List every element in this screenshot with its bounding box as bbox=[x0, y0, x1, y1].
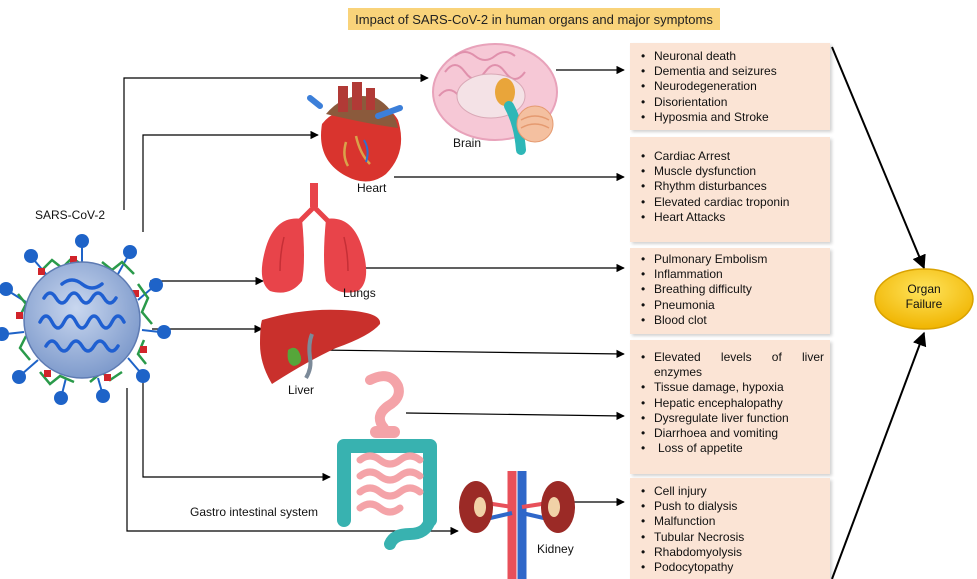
symptom-item: Malfunction bbox=[654, 514, 824, 529]
organ-failure-line1: Organ bbox=[873, 282, 975, 297]
arrow-liver-symptoms bbox=[318, 350, 624, 354]
symptom-item: Rhabdomyolysis bbox=[654, 545, 824, 560]
lungs-icon bbox=[262, 183, 366, 293]
symptom-item: Tissue damage, hypoxia bbox=[654, 380, 824, 395]
kidney-icon bbox=[459, 471, 575, 579]
symptom-item: Push to dialysis bbox=[654, 499, 824, 514]
liver-symptoms-box: Elevated levels of liver enzymes Tissue … bbox=[630, 340, 830, 474]
gi-label: Gastro intestinal system bbox=[190, 505, 318, 519]
gi-icon bbox=[344, 376, 430, 544]
symptom-item: Dementia and seizures bbox=[654, 64, 824, 79]
lungs-label: Lungs bbox=[343, 286, 376, 300]
symptom-item: Cell injury bbox=[654, 484, 824, 499]
symptom-item: Podocytopathy bbox=[654, 560, 824, 575]
symptom-item: Loss of appetite bbox=[654, 441, 824, 456]
liver-label: Liver bbox=[288, 383, 314, 397]
symptom-item: Pneumonia bbox=[654, 298, 824, 313]
symptom-item: Hyposmia and Stroke bbox=[654, 110, 824, 125]
kidney-symptoms-box: Cell injury Push to dialysis Malfunction… bbox=[630, 478, 830, 579]
symptom-item: Rhythm disturbances bbox=[654, 179, 824, 194]
symptom-item: Heart Attacks bbox=[654, 210, 824, 225]
brain-label: Brain bbox=[453, 136, 481, 150]
arrow-to-organ-failure-bottom bbox=[832, 333, 924, 579]
virus-connectors bbox=[124, 78, 458, 531]
symptom-item: Neuronal death bbox=[654, 49, 824, 64]
symptom-item: Elevated cardiac troponin bbox=[654, 195, 824, 210]
symptom-item: Diarrhoea and vomiting bbox=[654, 426, 824, 441]
heart-symptoms-box: Cardiac Arrest Muscle dysfunction Rhythm… bbox=[630, 137, 830, 242]
symptom-item: Muscle dysfunction bbox=[654, 164, 824, 179]
lungs-symptoms-box: Pulmonary Embolism Inflammation Breathin… bbox=[630, 248, 830, 334]
symptom-item: Disorientation bbox=[654, 95, 824, 110]
symptom-item: Hepatic encephalopathy bbox=[654, 396, 824, 411]
lungs-symptom-list: Pulmonary Embolism Inflammation Breathin… bbox=[630, 248, 830, 328]
arrow-gi-symptoms bbox=[406, 413, 624, 416]
virus-icon bbox=[0, 234, 171, 405]
brain-icon bbox=[433, 44, 557, 150]
heart-label: Heart bbox=[357, 181, 386, 195]
heart-symptom-list: Cardiac Arrest Muscle dysfunction Rhythm… bbox=[630, 137, 830, 225]
symptom-item: Neurodegeneration bbox=[654, 79, 824, 94]
brain-symptom-list: Neuronal death Dementia and seizures Neu… bbox=[630, 43, 830, 125]
liver-symptom-list: Elevated levels of liver enzymes Tissue … bbox=[630, 340, 830, 456]
symptom-item: Cardiac Arrest bbox=[654, 149, 824, 164]
arrow-to-heart bbox=[143, 135, 318, 232]
symptom-item: Dysregulate liver function bbox=[654, 411, 824, 426]
symptom-item-continued: enzymes bbox=[654, 365, 824, 380]
symptom-item: Tubular Necrosis bbox=[654, 530, 824, 545]
brain-symptoms-box: Neuronal death Dementia and seizures Neu… bbox=[630, 43, 830, 130]
heart-icon bbox=[310, 82, 401, 182]
organ-failure-label: Organ Failure bbox=[873, 282, 975, 312]
virus-label: SARS-CoV-2 bbox=[35, 208, 105, 222]
arrow-to-organ-failure-top bbox=[832, 47, 924, 268]
symptom-item: Pulmonary Embolism bbox=[654, 252, 824, 267]
organ-failure-line2: Failure bbox=[873, 297, 975, 312]
symptom-item: Elevated levels of liver bbox=[654, 350, 824, 365]
liver-icon bbox=[260, 310, 380, 384]
symptom-item: Inflammation bbox=[654, 267, 824, 282]
kidney-label: Kidney bbox=[537, 542, 574, 556]
symptom-item: Blood clot bbox=[654, 313, 824, 328]
symptom-item: Breathing difficulty bbox=[654, 282, 824, 297]
kidney-symptom-list: Cell injury Push to dialysis Malfunction… bbox=[630, 478, 830, 575]
